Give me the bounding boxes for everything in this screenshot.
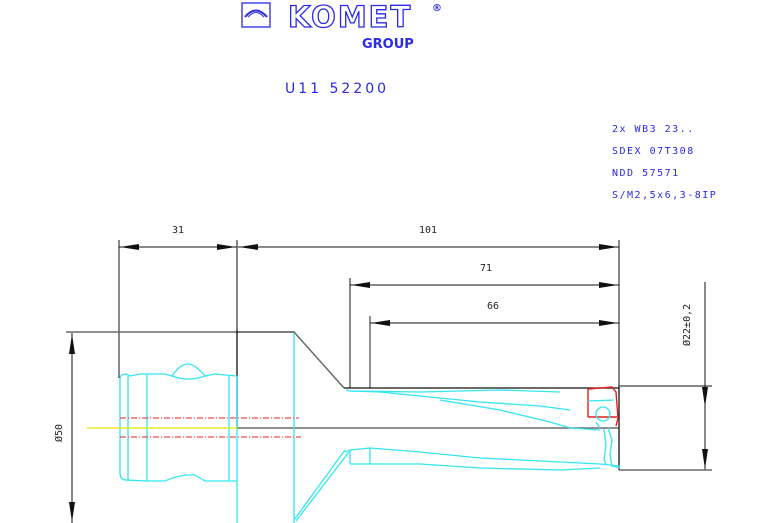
dimension-31: 31 bbox=[118, 225, 238, 378]
part-number: U11 52200 bbox=[285, 81, 389, 97]
dimension-dia22: Ø22±0,2 bbox=[620, 282, 712, 471]
logo-arc-icon bbox=[241, 2, 271, 28]
screw-icon bbox=[595, 406, 611, 422]
spec-item: S/M2,5x6,3-8IP bbox=[612, 190, 717, 201]
dim-71-label: 71 bbox=[480, 263, 492, 274]
dimension-71: 71 bbox=[349, 263, 619, 388]
komet-logo: KOMET ® GROUP bbox=[241, 0, 442, 52]
flange-contour bbox=[293, 333, 621, 523]
shank-contour bbox=[119, 363, 238, 523]
spec-item: 2x WB3 23.. bbox=[612, 124, 695, 135]
dimension-101: 101 bbox=[238, 225, 620, 385]
spec-item: SDEX 07T308 bbox=[612, 146, 695, 157]
logo-registered: ® bbox=[432, 3, 442, 14]
spec-item: NDD 57571 bbox=[612, 168, 680, 179]
spec-list: 2x WB3 23.. SDEX 07T308 NDD 57571 S/M2,5… bbox=[612, 124, 717, 201]
dim-31-label: 31 bbox=[172, 225, 184, 236]
insert-detail bbox=[587, 386, 619, 429]
tool-body-outline bbox=[236, 330, 712, 471]
dimension-66: 66 bbox=[369, 301, 619, 388]
dim-dia50-label: Ø50 bbox=[53, 424, 65, 442]
dim-dia22-label: Ø22±0,2 bbox=[681, 304, 693, 346]
logo-sub: GROUP bbox=[362, 37, 414, 52]
center-lines bbox=[87, 417, 301, 438]
logo-brand: KOMET bbox=[288, 0, 412, 34]
dim-66-label: 66 bbox=[487, 301, 499, 312]
dim-101-label: 101 bbox=[419, 225, 437, 236]
